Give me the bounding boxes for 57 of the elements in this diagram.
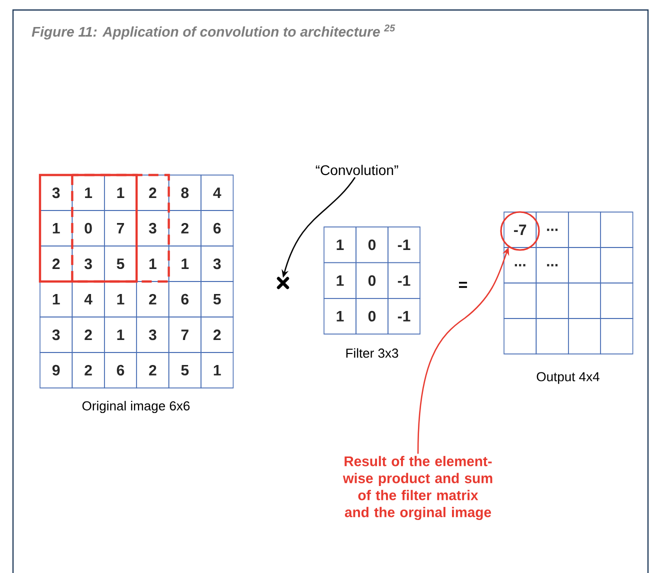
equals-sign: = bbox=[459, 282, 468, 288]
grid-cell: 9 bbox=[40, 352, 73, 388]
grid-caption: Original image 6x6 bbox=[82, 400, 190, 414]
figure-title: Figure 11: Application of convolution to architecture $^{25}$ bbox=[32, 24, 396, 40]
grid-cell: 3 bbox=[72, 246, 105, 282]
grid-cell: 2 bbox=[40, 246, 73, 282]
grid-cell: 1 bbox=[200, 352, 234, 388]
grid-cell: 1 bbox=[324, 226, 356, 264]
grid-cell: 8 bbox=[168, 174, 202, 211]
grid-cell: 1 bbox=[168, 246, 202, 282]
grid-cell: 1 bbox=[324, 298, 356, 334]
grid-cell: 2 bbox=[72, 352, 105, 388]
grid-cell: 1 bbox=[104, 281, 137, 318]
grid-cell: 2 bbox=[136, 174, 170, 211]
grid-cell: 6 bbox=[168, 281, 202, 318]
grid-cell: 6 bbox=[104, 352, 137, 388]
grid-cell: ... bbox=[536, 212, 569, 248]
grid-cell: 0 bbox=[356, 262, 388, 299]
grid-cell: 1 bbox=[72, 174, 105, 211]
grid-cell: 1 bbox=[104, 316, 137, 353]
grid-cell: 7 bbox=[104, 210, 137, 246]
grid-cell: 0 bbox=[72, 210, 105, 246]
grid-cell: 6 bbox=[200, 210, 234, 246]
grid-cell: -7 bbox=[504, 212, 537, 248]
grid-cell: 0 bbox=[356, 298, 388, 334]
grid-cell: 2 bbox=[168, 210, 202, 246]
grid-cell: 1 bbox=[40, 281, 73, 318]
grid-cell: 3 bbox=[136, 316, 170, 353]
grid-cell: -1 bbox=[388, 262, 420, 299]
grid-cell: 4 bbox=[200, 174, 234, 211]
multiply-sign bbox=[276, 276, 290, 290]
grid-cell: 1 bbox=[104, 174, 137, 211]
grid-caption: Filter 3x3 bbox=[346, 348, 398, 358]
grid-cell: -1 bbox=[388, 226, 420, 264]
grid-cell: 4 bbox=[72, 281, 105, 318]
grid-cell: 0 bbox=[356, 226, 388, 264]
annotation-text: “Convolution” bbox=[316, 164, 398, 176]
grid-cell: 1 bbox=[324, 262, 356, 299]
grid-cell: 2 bbox=[200, 316, 234, 353]
grid-cell: 2 bbox=[72, 316, 105, 353]
annotation-text: Result of the element-wise product and sum of the filter matrix and the orginal image bbox=[342, 456, 492, 520]
grid-caption: Output 4x4 bbox=[536, 372, 600, 384]
grid-cell: ... bbox=[536, 247, 569, 284]
grid-cell: 7 bbox=[168, 316, 202, 353]
grid-cell: 1 bbox=[40, 210, 73, 246]
grid-cell: -1 bbox=[388, 298, 420, 334]
grid-cell: 2 bbox=[136, 352, 170, 388]
grid-cell: 5 bbox=[168, 352, 202, 388]
grid-cell: 5 bbox=[200, 281, 234, 318]
grid-cell: 5 bbox=[104, 246, 137, 282]
grid-cell: 3 bbox=[40, 174, 73, 211]
grid-cell: 3 bbox=[40, 316, 73, 353]
grid-cell: 3 bbox=[136, 210, 170, 246]
grid-cell: 3 bbox=[200, 246, 234, 282]
grid-cell: ... bbox=[504, 247, 537, 284]
grid-cell: 2 bbox=[136, 281, 170, 318]
grid-cell: 1 bbox=[136, 246, 170, 282]
